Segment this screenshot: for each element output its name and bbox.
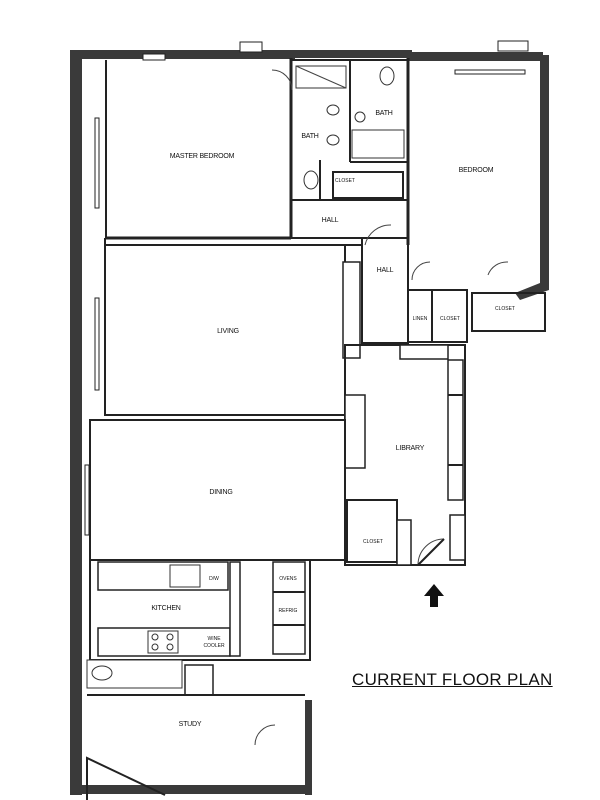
study-label: STUDY — [179, 721, 202, 728]
room-labels: MASTER BEDROOM BATH BATH CLOSET BEDROOM … — [151, 110, 515, 728]
toilet-upper — [379, 66, 395, 86]
exterior-walls — [70, 50, 549, 795]
closet-library-label: CLOSET — [363, 539, 383, 545]
kitchen-label: KITCHEN — [151, 605, 180, 612]
entrance-arrow-icon — [424, 584, 444, 607]
ovens-label: OVENS — [279, 576, 297, 582]
bath-fixtures — [295, 65, 405, 190]
refrig-label: REFRIG — [279, 608, 298, 614]
closet-mid-label: CLOSET — [440, 316, 460, 322]
master-bedroom-label: MASTER BEDROOM — [170, 153, 235, 160]
plan-title: CURRENT FLOOR PLAN — [352, 670, 553, 689]
roof-vents — [142, 40, 529, 61]
library-label: LIBRARY — [396, 445, 425, 452]
doors — [254, 69, 509, 746]
dining-label: DINING — [209, 489, 232, 496]
toilet-lower — [303, 170, 319, 190]
left-windows — [84, 69, 526, 536]
linen-label: LINEN — [413, 316, 428, 322]
wine-label: WINE — [207, 636, 221, 642]
kitchen-fixtures — [147, 564, 201, 654]
bath-left-label: BATH — [301, 133, 318, 140]
hall-lower-label: HALL — [377, 267, 394, 274]
closet-bath-label: CLOSET — [335, 178, 355, 184]
bath-right-label: BATH — [375, 110, 392, 117]
hall-upper-label: HALL — [322, 217, 339, 224]
dw-label: D/W — [209, 576, 219, 582]
closet-right-label: CLOSET — [495, 306, 515, 312]
bedroom-label: BEDROOM — [459, 167, 494, 174]
interior-walls — [86, 58, 546, 800]
cooler-label: COOLER — [203, 643, 225, 649]
living-label: LIVING — [217, 328, 239, 335]
stove-icon — [147, 630, 179, 654]
